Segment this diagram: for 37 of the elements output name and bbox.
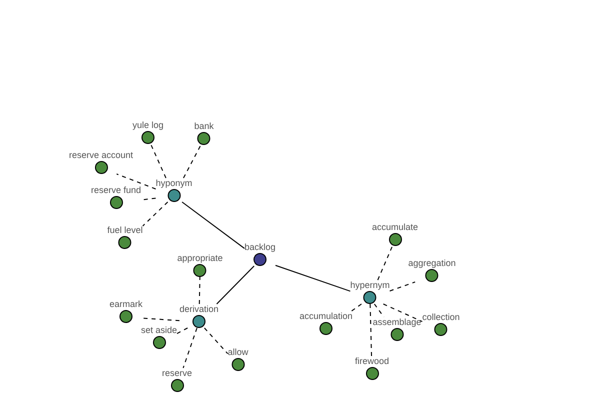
node-label: reserve account — [68, 150, 134, 161]
node-label: accumulate — [372, 222, 418, 233]
dashed-link — [116, 174, 156, 190]
dashed-link — [204, 328, 228, 354]
node-label: allow — [228, 347, 248, 358]
dashed-link — [182, 144, 202, 178]
node-label: assemblage — [372, 317, 422, 328]
dashed-link — [370, 304, 372, 356]
node-label: reserve — [162, 368, 192, 379]
node-label: reserve fund — [90, 185, 142, 196]
dashed-link — [182, 328, 198, 368]
dashed-link — [142, 318, 180, 322]
node-label: backlog — [244, 242, 276, 253]
dashed-link — [198, 276, 200, 304]
node-label: yule log — [132, 120, 164, 131]
node-label: firewood — [354, 356, 390, 367]
node-label: appropriate — [177, 253, 223, 264]
link-line — [216, 266, 255, 304]
node-label: bank — [194, 121, 214, 132]
link-line — [182, 202, 245, 249]
node-label: fuel level — [107, 225, 143, 236]
node-label: hypernym — [350, 280, 390, 291]
dashed-link — [150, 144, 166, 178]
dashed-link — [142, 202, 168, 226]
node-label: accumulation — [299, 311, 353, 322]
dashed-link — [377, 246, 393, 280]
dashed-link — [382, 304, 423, 322]
dashed-link — [176, 328, 188, 334]
dashed-link — [351, 304, 362, 312]
node-label: collection — [422, 312, 460, 323]
node-label: hyponym — [156, 178, 192, 189]
link-line — [275, 264, 351, 292]
dashed-link — [389, 282, 416, 292]
node-label: aggregation — [408, 258, 456, 269]
node-label: set aside — [140, 325, 178, 336]
node-label: earmark — [110, 299, 142, 310]
node-label: derivation — [179, 304, 219, 315]
